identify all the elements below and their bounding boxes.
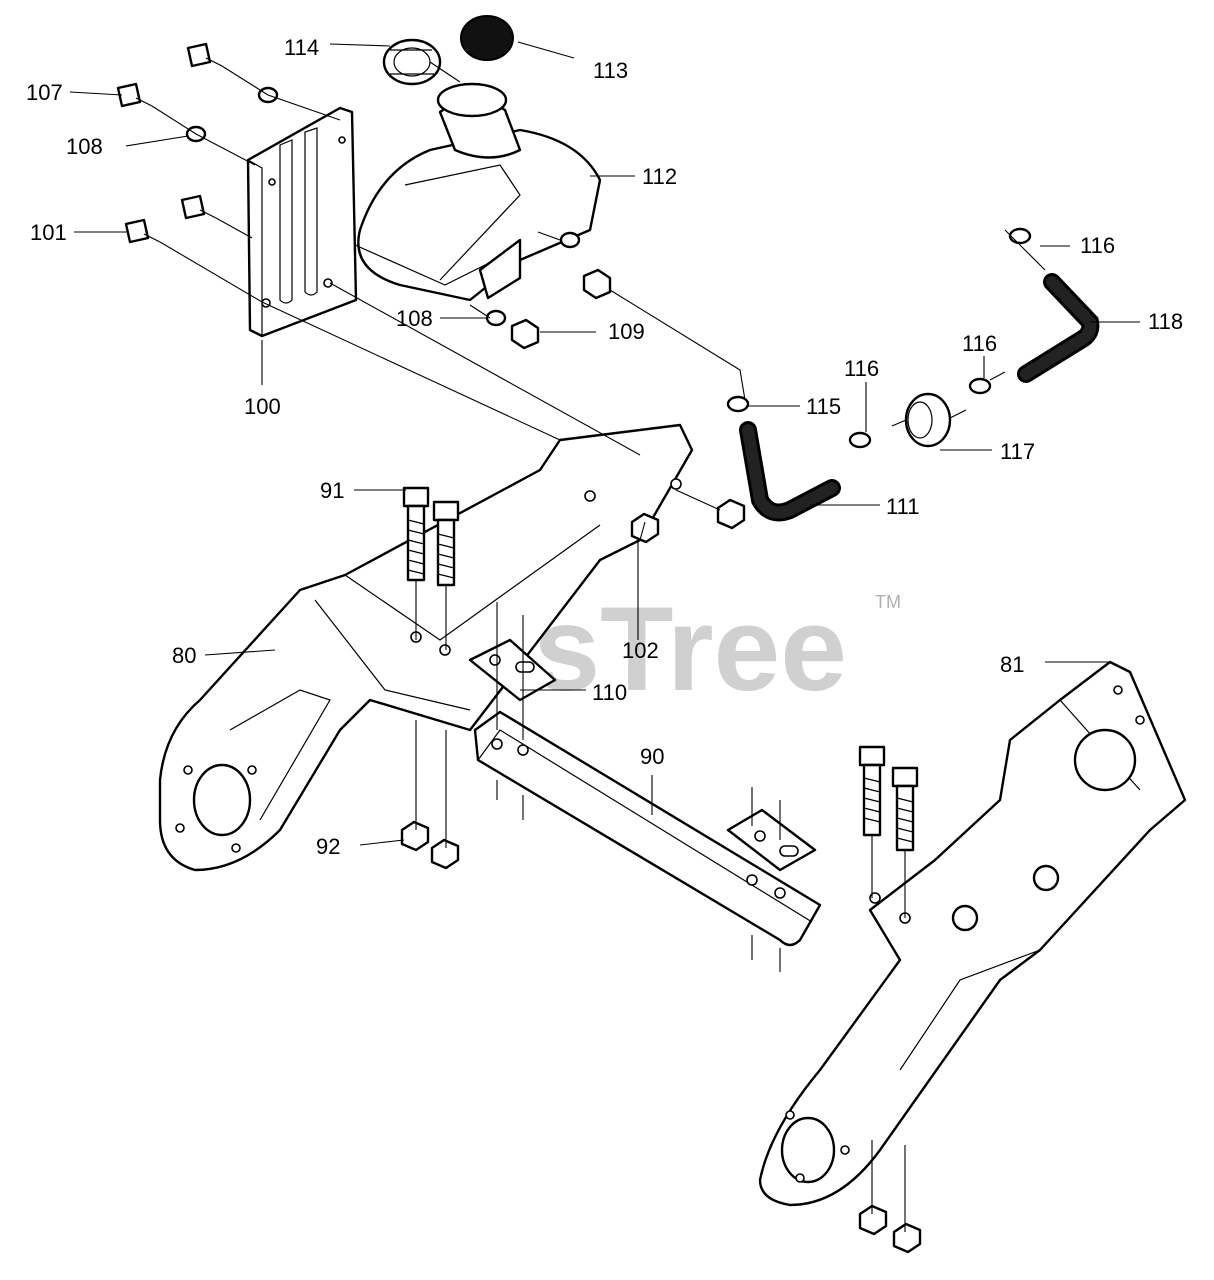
callout-116-mid: 116 [844,356,879,381]
tank-bracket [246,106,358,338]
right-bracket [758,660,1187,1207]
callout-102: 102 [622,638,659,663]
callouts: 114 113 107 108 112 101 116 108 109 118 … [26,35,1183,859]
callout-107: 107 [26,80,63,105]
nuts [400,498,922,1254]
callout-92: 92 [316,834,340,859]
plates-115 [468,638,817,872]
fuel-cap [382,38,442,86]
callout-90: 90 [640,744,664,769]
callout-113: 111 [886,494,919,519]
callout-112: 114 [284,35,319,60]
callout-100: 100 [244,394,281,419]
callout-117: 117 [1000,439,1035,464]
callout-114: 115 [806,394,841,419]
callout-leaders [69,41,1140,846]
callout-91: 91 [320,478,344,503]
callout-109: 109 [608,319,645,344]
channel-90 [473,710,822,947]
cap-seal [460,15,514,61]
assembly-lines [151,61,1046,1232]
callout-116-top: 116 [1080,233,1115,258]
callout-108-top: 108 [66,134,103,159]
callout-111: 113 [593,58,628,83]
watermark-trademark: TM [875,592,901,612]
fuel-tank [354,82,602,302]
callout-81: 81 [1000,652,1024,677]
bolts-91 [402,486,919,852]
fuel-line-113 [739,421,841,522]
left-bracket [158,423,694,872]
callout-108-bottom: 108 [396,306,433,331]
fuel-line-118 [1017,273,1100,383]
fuel-filter [891,392,967,448]
callout-101: 101 [30,220,67,245]
callout-80: 80 [172,643,196,668]
callout-116-right: 116 [962,331,997,356]
callout-110: 112 [642,164,677,189]
callout-118: 118 [1148,309,1183,334]
callout-115: 110 [592,680,627,705]
